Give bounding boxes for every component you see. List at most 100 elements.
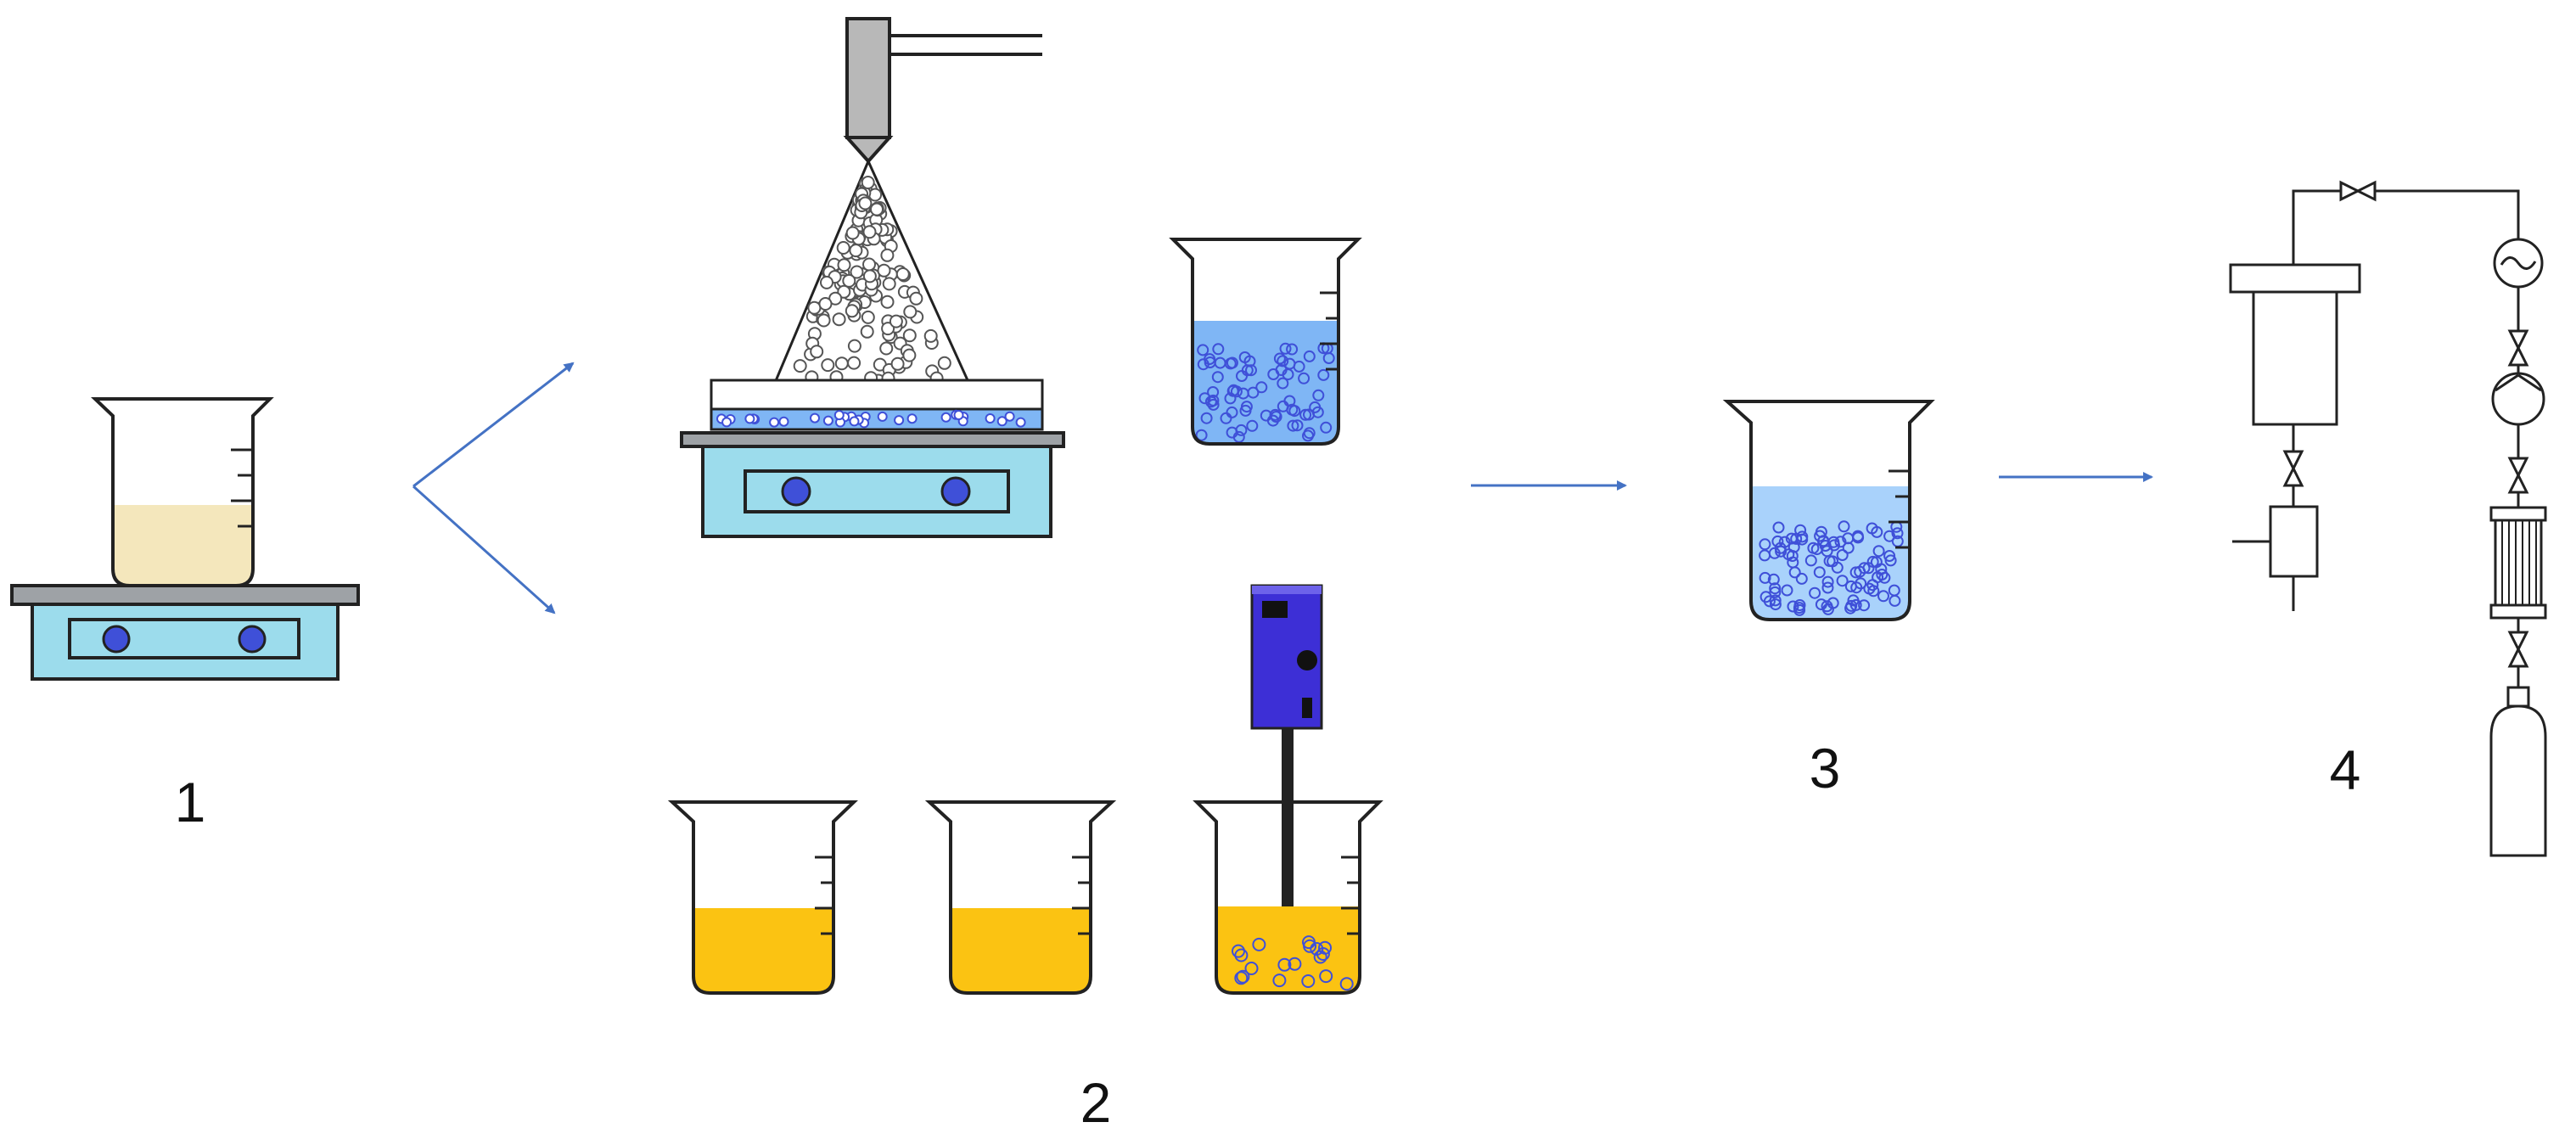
particle-dot <box>1891 527 1904 540</box>
heat-exchanger-icon <box>2493 238 2544 289</box>
particle-dot <box>845 304 859 318</box>
particle-dot <box>778 416 789 427</box>
spray-cone <box>766 158 979 401</box>
particle-dot <box>894 415 905 426</box>
particle-dot <box>1234 948 1249 962</box>
particle-dot <box>845 226 860 240</box>
particle-dot <box>860 324 874 339</box>
valve-icon <box>2507 631 2529 668</box>
particle-dot <box>1772 521 1785 534</box>
particle-dot <box>1795 572 1808 585</box>
beaker-icon <box>1193 800 1383 995</box>
valve-icon <box>2282 450 2304 487</box>
particle-dot <box>881 322 895 336</box>
particle-dot <box>880 248 895 262</box>
particle-dot <box>1845 599 1858 612</box>
particle-dot <box>837 258 851 272</box>
particle-dot <box>793 359 807 373</box>
particle-dot <box>1235 424 1248 436</box>
particle-dot <box>996 416 1007 427</box>
step-1-group <box>10 397 360 681</box>
particle-dot <box>902 348 917 362</box>
hotplate-icon <box>10 584 360 681</box>
particle-dot <box>810 345 824 359</box>
valve-icon <box>2507 457 2529 494</box>
particle-dot <box>1301 974 1316 988</box>
particle-dot <box>1858 562 1871 575</box>
beaker-icon <box>91 397 274 587</box>
particle-dot <box>880 295 895 309</box>
particle-dot <box>1851 530 1864 542</box>
particle-dot <box>1838 520 1850 533</box>
particle-dot <box>1288 405 1301 418</box>
step-label-1: 1 <box>175 771 206 833</box>
particle-dot <box>1240 401 1253 413</box>
particle-dot <box>1787 600 1799 613</box>
particle-dot <box>889 314 903 328</box>
particle-dot <box>1767 573 1780 586</box>
particle-dot <box>807 300 822 315</box>
step-3-group <box>1722 400 1935 621</box>
particle-dot <box>868 188 883 202</box>
particle-dot <box>849 244 863 258</box>
filter-icon <box>2489 506 2547 620</box>
particle-dot <box>909 291 923 306</box>
particle-dot <box>1277 400 1289 412</box>
particle-dot <box>1277 377 1289 390</box>
particle-dot <box>985 413 996 424</box>
particle-dot <box>1204 396 1217 408</box>
particle-dot <box>1787 556 1799 569</box>
particle-dot <box>1244 962 1259 975</box>
spray-coating-group <box>680 17 1065 538</box>
particle-dot <box>1004 411 1015 422</box>
step-label-4: 4 <box>2330 738 2361 801</box>
particle-dot <box>1226 384 1239 397</box>
gas-cylinder-icon <box>2489 686 2547 857</box>
beaker-icon <box>924 800 1117 995</box>
particle-dot <box>1302 935 1316 950</box>
particle-dot <box>744 413 755 424</box>
particle-dot <box>810 412 820 424</box>
particle-dot <box>1863 582 1876 595</box>
particle-dot <box>1836 549 1849 561</box>
particle-dot <box>769 417 780 428</box>
particle-dot <box>1279 342 1292 355</box>
particle-dot <box>1317 368 1330 381</box>
valve-icon <box>2339 180 2377 202</box>
particle-dot <box>1291 419 1304 432</box>
particle-dot <box>847 356 861 370</box>
particle-dot <box>1311 406 1324 418</box>
beaker-icon <box>1722 400 1935 621</box>
particle-dot <box>1827 597 1839 609</box>
particle-dot <box>820 275 833 289</box>
particle-dot <box>721 417 732 428</box>
particle-dot <box>1862 562 1875 575</box>
particle-dot <box>1246 419 1259 432</box>
particle-dot <box>902 328 917 343</box>
particle-dot <box>1204 353 1216 366</box>
particle-dot <box>1286 343 1299 356</box>
particle-dot <box>1834 536 1847 548</box>
particle-dot <box>1769 598 1782 611</box>
particle-dot <box>1238 351 1251 363</box>
particle-dot <box>1759 571 1771 584</box>
particle-dot <box>1273 352 1286 365</box>
particle-dot <box>1889 594 1901 607</box>
particle-dot <box>1195 429 1208 441</box>
particle-dot <box>1849 598 1862 611</box>
particle-dot <box>1759 538 1771 551</box>
particle-dot <box>1236 969 1250 984</box>
particle-dot <box>1836 575 1849 587</box>
particle-dot <box>1807 541 1820 554</box>
particle-dot <box>1287 419 1299 432</box>
particle-dot <box>1821 545 1833 558</box>
particle-dot <box>1277 355 1289 368</box>
separator-vessel-icon <box>2229 263 2361 426</box>
arrow-icon <box>412 485 556 614</box>
particle-dot <box>879 341 894 356</box>
particle-dot <box>1883 530 1896 542</box>
particle-dot <box>818 297 833 311</box>
particle-dot <box>849 416 860 427</box>
particle-dot <box>817 313 831 328</box>
particle-dot <box>862 225 877 239</box>
